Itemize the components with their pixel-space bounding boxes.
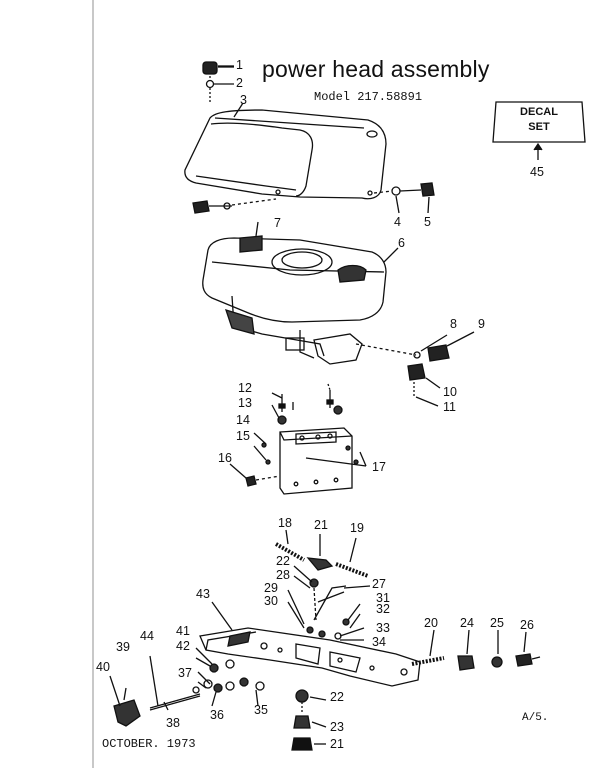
- callout-42: 42: [176, 639, 190, 653]
- callout-5: 5: [424, 215, 431, 229]
- callout-26: 26: [520, 618, 534, 632]
- decal-label-line2: SET: [528, 121, 550, 133]
- mount-bolts: [271, 383, 343, 425]
- callout-22-bottom: 22: [330, 690, 344, 704]
- callout-25: 25: [490, 616, 504, 630]
- callout-16: 16: [218, 451, 232, 465]
- callout-9: 9: [478, 317, 485, 331]
- callout-28: 28: [276, 568, 290, 582]
- callout-34: 34: [372, 635, 386, 649]
- decal-set-box: DECAL SET: [492, 101, 586, 143]
- diagram-title: power head assembly: [262, 56, 490, 82]
- binding-edge: [92, 0, 94, 768]
- callout-7: 7: [274, 216, 281, 230]
- callout-14: 14: [236, 413, 250, 427]
- cowl-knob-right: [373, 182, 435, 214]
- callout-17: 17: [372, 460, 386, 474]
- callout-23: 23: [330, 720, 344, 734]
- revision-date: OCTOBER. 1973: [102, 737, 196, 751]
- callout-1: 1: [236, 58, 243, 72]
- callout-36: 36: [210, 708, 224, 722]
- callout-39: 39: [116, 640, 130, 654]
- callout-3: 3: [240, 93, 247, 107]
- callout-35: 35: [254, 703, 268, 717]
- cowl-knob-left: [192, 198, 277, 214]
- right-link-parts: [411, 629, 541, 671]
- callout-30: 30: [264, 594, 278, 608]
- callout-11: 11: [443, 400, 456, 414]
- throttle-link-parts: [287, 565, 371, 641]
- cowl-cover: [184, 102, 387, 200]
- callout-24: 24: [460, 616, 474, 630]
- callout-10: 10: [443, 385, 457, 399]
- callout-44: 44: [140, 629, 154, 643]
- callout-32: 32: [376, 602, 390, 616]
- choke-knob-parts: [407, 331, 475, 407]
- callout-18: 18: [278, 516, 292, 530]
- callout-13: 13: [238, 396, 252, 410]
- callout-40: 40: [96, 660, 110, 674]
- callout-19: 19: [350, 521, 364, 535]
- callout-33: 33: [376, 621, 390, 635]
- callout-21-top: 21: [314, 518, 328, 532]
- callout-22-top: 22: [276, 554, 290, 568]
- mounting-plate: [199, 601, 421, 687]
- callout-6: 6: [398, 236, 405, 250]
- callout-31: 31: [376, 591, 390, 605]
- callout-4: 4: [394, 215, 401, 229]
- throttle-springs: [275, 529, 369, 578]
- engine-housing: [202, 221, 417, 365]
- callout-29: 29: [264, 581, 278, 595]
- callout-15: 15: [236, 429, 250, 443]
- callout-20: 20: [424, 616, 438, 630]
- callout-2: 2: [236, 76, 243, 90]
- callout-38: 38: [166, 716, 180, 730]
- decal-set-outline: [492, 101, 586, 143]
- callout-21-bottom: 21: [330, 737, 344, 751]
- callout-43: 43: [196, 587, 210, 601]
- shroud-bracket: [229, 427, 367, 495]
- callout-27: 27: [372, 577, 386, 591]
- callout-8: 8: [450, 317, 457, 331]
- callout-45: 45: [530, 165, 544, 179]
- decal-label-line1: DECAL: [520, 106, 558, 118]
- cowl-knob-top: [202, 61, 234, 104]
- decal-leader: [533, 142, 543, 160]
- bottom-stack-parts: [291, 689, 327, 751]
- model-number: Model 217.58891: [314, 90, 423, 104]
- callout-37: 37: [178, 666, 192, 680]
- left-side-parts: [109, 647, 265, 727]
- callout-12: 12: [238, 381, 252, 395]
- page-number: A/5.: [522, 712, 549, 724]
- callout-41: 41: [176, 624, 190, 638]
